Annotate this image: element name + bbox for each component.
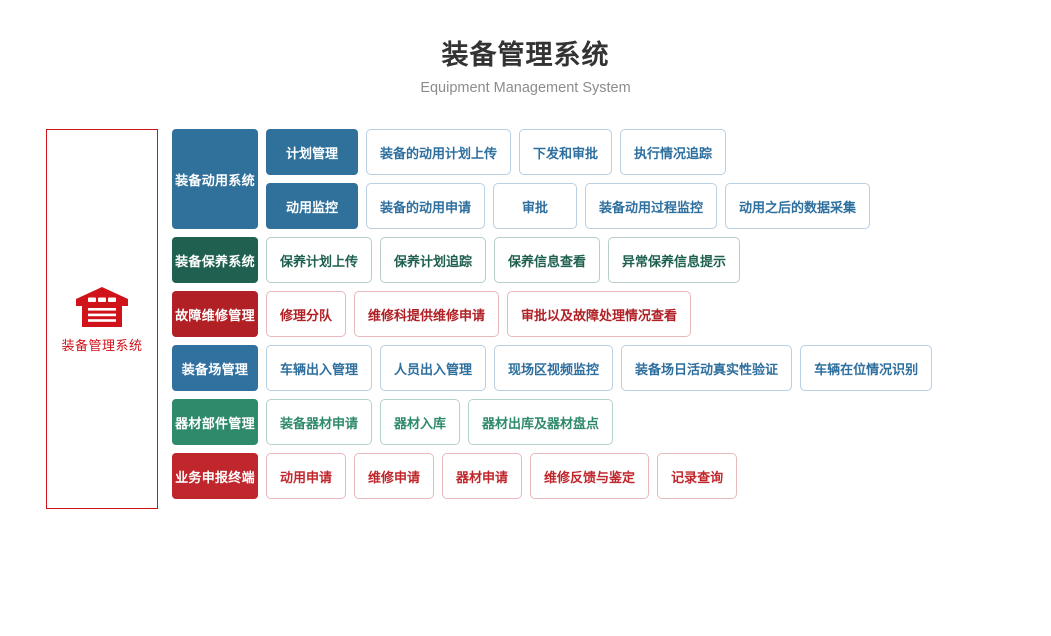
leaf-item[interactable]: 保养计划上传 xyxy=(266,237,373,283)
page-title: 装备管理系统 xyxy=(441,40,610,70)
leaf-item[interactable]: 人员出入管理 xyxy=(380,345,487,391)
leaf-item[interactable]: 保养计划追踪 xyxy=(380,237,487,283)
subgroup-block-plan-management[interactable]: 计划管理 xyxy=(266,129,358,175)
leaf-item[interactable]: 动用之后的数据采集 xyxy=(725,183,871,229)
leaf-item[interactable]: 器材入库 xyxy=(380,399,461,445)
leaf-item[interactable]: 修理分队 xyxy=(266,291,347,337)
leaf-item[interactable]: 器材申请 xyxy=(442,453,523,499)
page-header: 装备管理系统 Equipment Management System xyxy=(0,38,1051,98)
subgroup-row: 计划管理 装备的动用计划上传 下发和审批 执行情况追踪 xyxy=(266,129,870,175)
leaf-item[interactable]: 审批以及故障处理情况查看 xyxy=(507,291,692,337)
leaf-item[interactable]: 记录查询 xyxy=(657,453,738,499)
category-block-parts-management[interactable]: 器材部件管理 xyxy=(172,399,258,445)
category-block-fault-repair[interactable]: 故障维修管理 xyxy=(172,291,258,337)
category-block-maintenance[interactable]: 装备保养系统 xyxy=(172,237,258,283)
leaf-item[interactable]: 维修申请 xyxy=(354,453,435,499)
leaf-item[interactable]: 车辆在位情况识别 xyxy=(800,345,933,391)
subgroup-block-usage-monitoring[interactable]: 动用监控 xyxy=(266,183,358,229)
leaf-list: 动用申请 维修申请 器材申请 维修反馈与鉴定 记录查询 xyxy=(266,453,738,499)
diagram-row: 故障维修管理 修理分队 维修科提供维修申请 审批以及故障处理情况查看 xyxy=(172,291,932,337)
leaf-item[interactable]: 器材出库及器材盘点 xyxy=(468,399,614,445)
leaf-item[interactable]: 维修科提供维修申请 xyxy=(354,291,500,337)
diagram-row: 装备动用系统 计划管理 装备的动用计划上传 下发和审批 执行情况追踪 动用监控 … xyxy=(172,129,932,229)
leaf-item[interactable]: 装备场日活动真实性验证 xyxy=(621,345,793,391)
leaf-item[interactable]: 下发和审批 xyxy=(519,129,613,175)
page-subtitle: Equipment Management System xyxy=(420,80,631,96)
leaf-list: 车辆出入管理 人员出入管理 现场区视频监控 装备场日活动真实性验证 车辆在位情况… xyxy=(266,345,933,391)
leaf-item[interactable]: 保养信息查看 xyxy=(494,237,601,283)
leaf-item[interactable]: 装备器材申请 xyxy=(266,399,373,445)
category-block-declaration-terminal[interactable]: 业务申报终端 xyxy=(172,453,258,499)
leaf-item[interactable]: 执行情况追踪 xyxy=(620,129,727,175)
leaf-list: 修理分队 维修科提供维修申请 审批以及故障处理情况查看 xyxy=(266,291,692,337)
leaf-list: 装备的动用申请 审批 装备动用过程监控 动用之后的数据采集 xyxy=(366,183,871,229)
leaf-list: 装备器材申请 器材入库 器材出库及器材盘点 xyxy=(266,399,614,445)
category-block-yard-management[interactable]: 装备场管理 xyxy=(172,345,258,391)
leaf-list: 装备的动用计划上传 下发和审批 执行情况追踪 xyxy=(366,129,727,175)
diagram-row: 装备保养系统 保养计划上传 保养计划追踪 保养信息查看 异常保养信息提示 xyxy=(172,237,932,283)
leaf-item[interactable]: 维修反馈与鉴定 xyxy=(530,453,650,499)
leaf-item[interactable]: 装备的动用申请 xyxy=(366,183,486,229)
leaf-item[interactable]: 动用申请 xyxy=(266,453,347,499)
diagram-row: 装备场管理 车辆出入管理 人员出入管理 现场区视频监控 装备场日活动真实性验证 … xyxy=(172,345,933,391)
leaf-item[interactable]: 审批 xyxy=(493,183,578,229)
category-block-equipment-usage[interactable]: 装备动用系统 xyxy=(172,129,258,229)
subgroup-row: 动用监控 装备的动用申请 审批 装备动用过程监控 动用之后的数据采集 xyxy=(266,183,871,229)
leaf-list: 保养计划上传 保养计划追踪 保养信息查看 异常保养信息提示 xyxy=(266,237,741,283)
leaf-item[interactable]: 装备的动用计划上传 xyxy=(366,129,512,175)
system-overview-label: 装备管理系统 xyxy=(61,337,143,353)
system-overview-panel[interactable]: 装备管理系统 xyxy=(46,129,158,509)
leaf-item[interactable]: 车辆出入管理 xyxy=(266,345,373,391)
diagram-row: 器材部件管理 装备器材申请 器材入库 器材出库及器材盘点 xyxy=(172,399,932,445)
warehouse-icon xyxy=(74,285,130,329)
leaf-item[interactable]: 装备动用过程监控 xyxy=(585,183,718,229)
leaf-item[interactable]: 异常保养信息提示 xyxy=(608,237,741,283)
diagram-row: 业务申报终端 动用申请 维修申请 器材申请 维修反馈与鉴定 记录查询 xyxy=(172,453,932,499)
module-diagram: 装备动用系统 计划管理 装备的动用计划上传 下发和审批 执行情况追踪 动用监控 … xyxy=(172,129,933,507)
leaf-item[interactable]: 现场区视频监控 xyxy=(494,345,614,391)
subgroup-column: 计划管理 装备的动用计划上传 下发和审批 执行情况追踪 动用监控 装备的动用申请… xyxy=(266,129,871,229)
